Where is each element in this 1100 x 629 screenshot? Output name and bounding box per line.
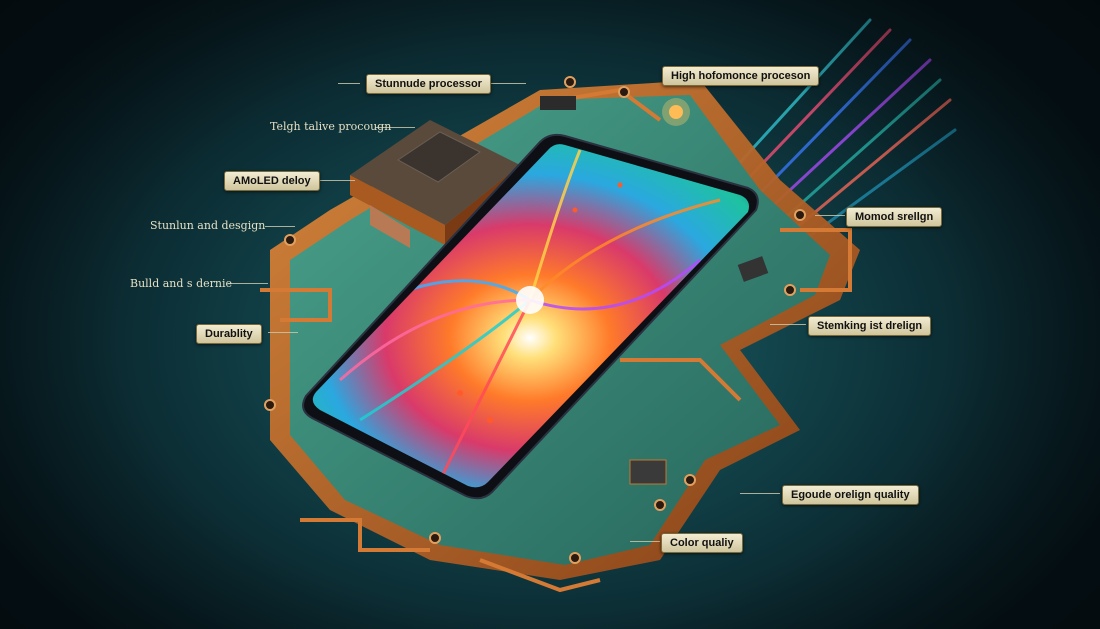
callout-bottom-center: Color qualiy xyxy=(661,533,743,553)
callout-top-center: Stunnude processor xyxy=(366,74,491,94)
leader-line xyxy=(630,541,660,542)
callout-top-right: High hofomonce proceson xyxy=(662,66,820,86)
callout-left-4: Bulld and s dernie xyxy=(130,277,232,290)
leader-line xyxy=(815,215,845,216)
callout-left-3: Stunlun and desgign xyxy=(150,219,266,232)
leader-line xyxy=(265,226,295,227)
leader-line xyxy=(228,283,268,284)
leader-line xyxy=(375,127,415,128)
leader-line xyxy=(320,180,355,181)
leader-line xyxy=(476,83,526,84)
callout-left-5: Durablity xyxy=(196,324,262,344)
leader-line xyxy=(770,324,806,325)
leader-line xyxy=(740,493,780,494)
callout-left-1: Telgh talive procougn xyxy=(270,120,392,133)
callout-right-1: Momod srellgn xyxy=(846,207,943,227)
callout-bottom-right: Egoude orelign quality xyxy=(782,485,919,505)
callout-right-2: Stemking ist drelign xyxy=(808,316,932,336)
leader-line xyxy=(338,83,360,84)
callout-left-2: AMoLED deloy xyxy=(224,171,320,191)
leader-line xyxy=(268,332,298,333)
